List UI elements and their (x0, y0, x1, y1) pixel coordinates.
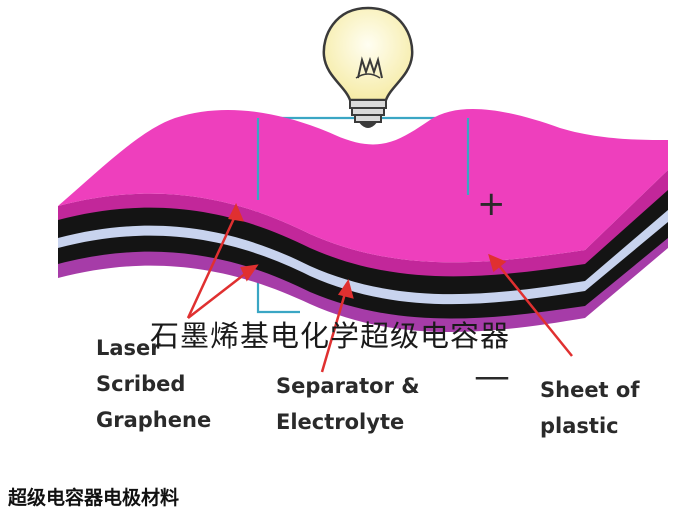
arrowhead-laser-lower (240, 264, 259, 282)
label-laser-line3: Graphene (96, 408, 212, 432)
arrow-laser-upper (186, 213, 238, 319)
light-bulb-icon (322, 6, 414, 128)
label-separator-line1: Separator & (276, 374, 420, 398)
separator-layer (58, 208, 668, 305)
arrow-sheet (495, 261, 573, 357)
bottom-plastic-layer (58, 236, 668, 333)
label-sheet-line2: plastic (540, 414, 619, 438)
label-laser-scribed-graphene: Laser Scribed Graphene (96, 330, 211, 438)
label-laser-line1: Laser (96, 336, 161, 360)
label-separator-electrolyte: Separator & Electrolyte (276, 368, 420, 440)
top-layer-surface (58, 108, 668, 263)
label-sheet-of-plastic: Sheet of plastic (540, 372, 639, 444)
label-sheet-line1: Sheet of (540, 378, 640, 402)
arrow-laser-lower (187, 269, 251, 319)
arrowhead-laser-upper (228, 203, 245, 222)
figure-caption: 超级电容器电极材料 (8, 487, 180, 509)
arrow-separator (320, 289, 348, 373)
overlay-title-text: 石墨烯基电化学超级电容器 (150, 319, 511, 353)
negative-terminal-sign: — (474, 356, 510, 397)
positive-terminal-sign: + (477, 184, 506, 224)
lower-graphene-layer (58, 220, 668, 319)
label-separator-line2: Electrolyte (276, 410, 405, 434)
top-layer-edge (58, 170, 668, 277)
arrowhead-sheet (488, 253, 507, 273)
annotation-arrows (186, 203, 573, 373)
label-laser-line2: Scribed (96, 372, 186, 396)
arrowhead-separator (337, 279, 354, 299)
